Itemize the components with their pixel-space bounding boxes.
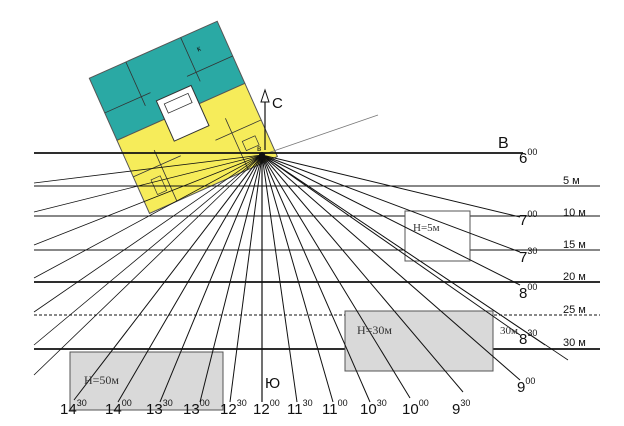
north-arrow: [260, 88, 270, 150]
plan-wall: [125, 61, 146, 106]
distance-label-10m: 10 м: [563, 207, 586, 219]
sun-ray-1030: [261, 154, 371, 403]
sun-ray-1400: [117, 154, 263, 403]
time-label-0700: 700: [519, 209, 537, 229]
obstacle-box-50m: [69, 351, 224, 411]
sun-ray-1000: [261, 154, 411, 399]
time-label-1230: 1230: [220, 398, 247, 418]
obstacle-label-5m: Н=5м: [413, 222, 440, 234]
plan-stair-core: [155, 84, 210, 142]
time-label-1330: 1330: [146, 398, 173, 418]
plan-wall: [133, 155, 181, 178]
sun-ray-extra-h: [33, 154, 263, 213]
time-label-0730: 730: [519, 246, 537, 266]
time-label-0830: 830: [519, 328, 537, 348]
time-label-1000: 1000: [402, 398, 429, 418]
plan-fixture: [241, 135, 260, 152]
plan-wall: [153, 149, 178, 202]
obstacle-box-5m: [404, 210, 471, 262]
plan-room-marker: к: [195, 44, 202, 54]
sun-ray-0700: [261, 154, 521, 218]
plan-fixture: [150, 175, 168, 195]
distance-label-30m: 30 м: [563, 337, 586, 349]
compass-south-label: Ю: [265, 375, 280, 392]
hour-labels: 600 700 730 800 830 900 930 1000 1030 11…: [60, 147, 537, 418]
sun-ray-fan: [33, 154, 569, 403]
sun-ray-1230: [229, 154, 263, 403]
sun-ray-1130: [261, 154, 298, 403]
sun-ray-1100: [261, 154, 334, 403]
stray-distance-label: 30м: [500, 325, 518, 337]
sun-ray-1430: [73, 154, 263, 401]
sun-ray-1330: [159, 154, 263, 403]
sun-ray-0730: [261, 154, 521, 253]
sun-ray-extra-c: [33, 154, 263, 376]
compass-center-label: в: [257, 144, 261, 153]
compass-east-label: В: [498, 135, 509, 152]
obstacle-label-50m: Н=50м: [84, 373, 119, 387]
sun-ray-extra-f: [33, 154, 263, 279]
sun-ray-0830: [261, 154, 521, 336]
time-label-1130: 1130: [287, 398, 313, 418]
compass-north-label: С: [272, 95, 283, 112]
sun-ray-extra-e: [33, 154, 263, 313]
distance-label-20m: 20 м: [563, 271, 586, 283]
plan-wall: [186, 55, 233, 77]
time-label-1200: 1200: [253, 398, 280, 418]
distance-label-5m: 5 м: [563, 175, 580, 187]
sun-ray-0900: [261, 154, 521, 381]
sun-ray-extra-g: [33, 154, 263, 246]
sun-ray-0800: [261, 154, 521, 286]
azimuth-line: [261, 114, 379, 156]
sun-ray-0930: [261, 154, 464, 393]
sun-ray-extra-d: [33, 154, 263, 346]
plan-wall: [104, 92, 151, 114]
obstacle-box-30m: [344, 310, 494, 372]
distance-label-25m: 25 м: [563, 304, 586, 316]
time-label-0600: 600: [519, 147, 537, 167]
sun-ray-extra-b: [261, 154, 569, 361]
sun-ray-extra-i: [33, 154, 263, 184]
time-label-0800: 800: [519, 282, 537, 302]
plan-lift: [163, 92, 193, 114]
time-label-1430: 1430: [60, 398, 87, 418]
time-label-1100: 1100: [322, 398, 348, 418]
time-label-1300: 1300: [183, 398, 210, 418]
sun-ray-1300: [199, 154, 263, 403]
plan-wall: [215, 119, 262, 141]
building-floor-plan: к: [88, 20, 279, 215]
distance-label-15m: 15 м: [563, 239, 586, 251]
ray-focal-point: [259, 152, 265, 158]
time-label-0900: 900: [517, 376, 535, 396]
plan-wall: [225, 118, 249, 170]
obstacle-label-30m: Н=30м: [357, 323, 392, 337]
time-label-1400: 1400: [105, 398, 132, 418]
time-label-0930: 930: [452, 398, 470, 418]
time-label-1030: 1030: [360, 398, 387, 418]
north-arrow-head: [260, 88, 270, 103]
plan-wall: [180, 37, 201, 82]
